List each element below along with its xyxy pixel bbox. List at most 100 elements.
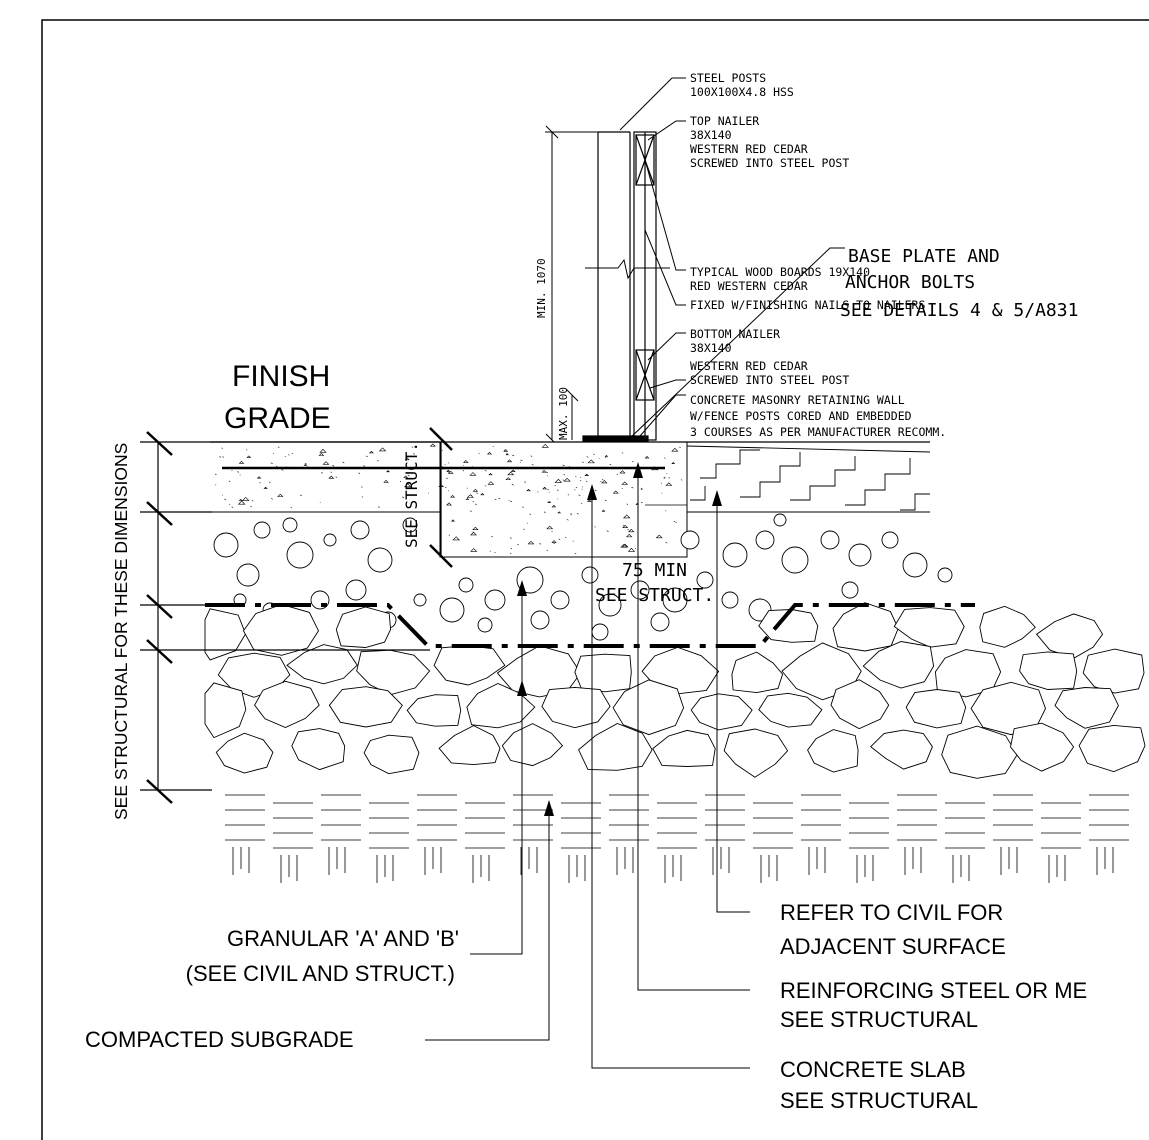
concrete-speckle [469, 510, 472, 512]
svg-text:FINISH: FINISH [232, 360, 330, 393]
concrete-speckle [626, 503, 629, 505]
svg-text:TOP NAILER: TOP NAILER [690, 114, 759, 128]
concrete-speckle [281, 469, 284, 471]
concrete-speckle [318, 452, 325, 456]
concrete-speckle [332, 465, 335, 467]
rock-particle [758, 692, 823, 728]
concrete-speckle [567, 494, 570, 496]
rock-particle [612, 679, 685, 736]
concrete-speckle [554, 478, 563, 483]
gravel-particle [530, 610, 550, 630]
concrete-speckle [299, 494, 302, 497]
granular-boundary [205, 603, 975, 648]
concrete-speckle [412, 453, 416, 455]
soil-hatch-mark [1041, 802, 1081, 883]
concrete-speckle [404, 457, 410, 461]
label-wood-boards: TYPICAL WOOD BOARDS 19X140 RED WESTERN C… [690, 265, 925, 312]
rock-particle [574, 653, 632, 693]
rock-particle [690, 693, 753, 731]
dim-min-height: MIN. 1070 [535, 258, 548, 318]
rock-particle [807, 729, 859, 773]
concrete-speckle [566, 519, 569, 521]
concrete-speckle [551, 504, 557, 508]
rock-particle [1010, 722, 1075, 772]
soil-hatch-mark [465, 802, 505, 883]
concrete-speckle [503, 449, 509, 452]
concrete-speckle [377, 460, 379, 462]
concrete-speckle [228, 480, 231, 482]
concrete-speckle [644, 455, 650, 459]
rock-particle [242, 603, 320, 656]
concrete-speckle [523, 528, 525, 530]
concrete-speckle [470, 548, 478, 552]
dim-75-min: 75 MIN [622, 560, 687, 581]
concrete-speckle [256, 476, 262, 479]
gravel-particle [902, 552, 928, 578]
concrete-speckle [303, 463, 308, 466]
arrowheads [517, 462, 722, 816]
label-top-nailer: TOP NAILER 38X140 WESTERN RED CEDAR SCRE… [690, 114, 849, 170]
concrete-speckle [628, 528, 635, 533]
gravel-particle [680, 530, 700, 550]
rock-particle [893, 607, 965, 648]
concrete-speckle [512, 454, 515, 457]
concrete-speckle [445, 486, 447, 489]
concrete-speckle [270, 498, 273, 500]
concrete-speckle [675, 521, 677, 523]
gravel-particle [662, 587, 688, 613]
gravel-particle [413, 593, 427, 607]
svg-text:BASE PLATE AND: BASE PLATE AND [848, 246, 1000, 267]
gravel-particle [598, 593, 622, 617]
concrete-speckle [224, 498, 227, 501]
concrete-speckle [627, 528, 630, 531]
soil-hatch-mark [273, 802, 313, 883]
concrete-speckle [368, 450, 374, 454]
rock-particle [832, 602, 899, 652]
svg-text:3 COURSES AS PER MANUFACTURER: 3 COURSES AS PER MANUFACTURER RECOMM. [690, 425, 946, 439]
rock-particle [1054, 687, 1119, 729]
concrete-speckle [554, 485, 556, 487]
concrete-speckle [522, 506, 524, 508]
rock-particle [215, 732, 274, 774]
concrete-speckle [447, 470, 454, 474]
concrete-speckle [549, 501, 552, 503]
gravel-particle [722, 542, 748, 568]
concrete-speckle [335, 476, 338, 478]
soil-hatch-mark [945, 802, 985, 883]
svg-text:REFER TO CIVIL FOR: REFER TO CIVIL FOR [780, 900, 1003, 925]
gravel-particle [781, 546, 809, 574]
concrete-speckle [450, 519, 455, 522]
sheet-border [41, 19, 1149, 1140]
gravel-particle [755, 530, 775, 550]
svg-text:WESTERN RED CEDAR: WESTERN RED CEDAR [690, 142, 808, 156]
gravel-particle [630, 580, 650, 600]
rock-particle [870, 729, 933, 770]
concrete-speckle [558, 538, 561, 540]
concrete-speckle [551, 530, 553, 533]
concrete-speckle [665, 542, 668, 544]
svg-text:SEE DETAILS 4 & 5/A831: SEE DETAILS 4 & 5/A831 [840, 300, 1078, 321]
label-masonry-wall: CONCRETE MASONRY RETAINING WALL W/FENCE … [690, 393, 946, 439]
concrete-speckle [623, 514, 631, 519]
concrete-speckle [570, 514, 573, 516]
concrete-speckle [222, 456, 225, 458]
concrete-speckle [665, 482, 673, 486]
gravel-particle [458, 577, 474, 593]
rock-particle [578, 723, 653, 771]
rock-particle [356, 649, 431, 696]
concrete-speckle [472, 488, 479, 492]
concrete-speckle [673, 520, 676, 522]
concrete-speckle [578, 494, 581, 496]
soil-hatch-mark [753, 802, 793, 883]
svg-text:BOTTOM NAILER: BOTTOM NAILER [690, 327, 780, 341]
rock-particle [862, 641, 935, 689]
concrete-speckle [377, 506, 380, 508]
concrete-speckle [575, 486, 578, 489]
soil-hatch-mark [993, 794, 1033, 875]
svg-text:WESTERN RED CEDAR: WESTERN RED CEDAR [690, 359, 808, 373]
concrete-speckle [342, 461, 345, 464]
concrete-speckle [517, 543, 519, 546]
label-reinforcing: REINFORCING STEEL OR ME SEE STRUCTURAL [780, 978, 1087, 1032]
concrete-speckle [505, 477, 512, 481]
concrete-speckle [475, 503, 477, 505]
